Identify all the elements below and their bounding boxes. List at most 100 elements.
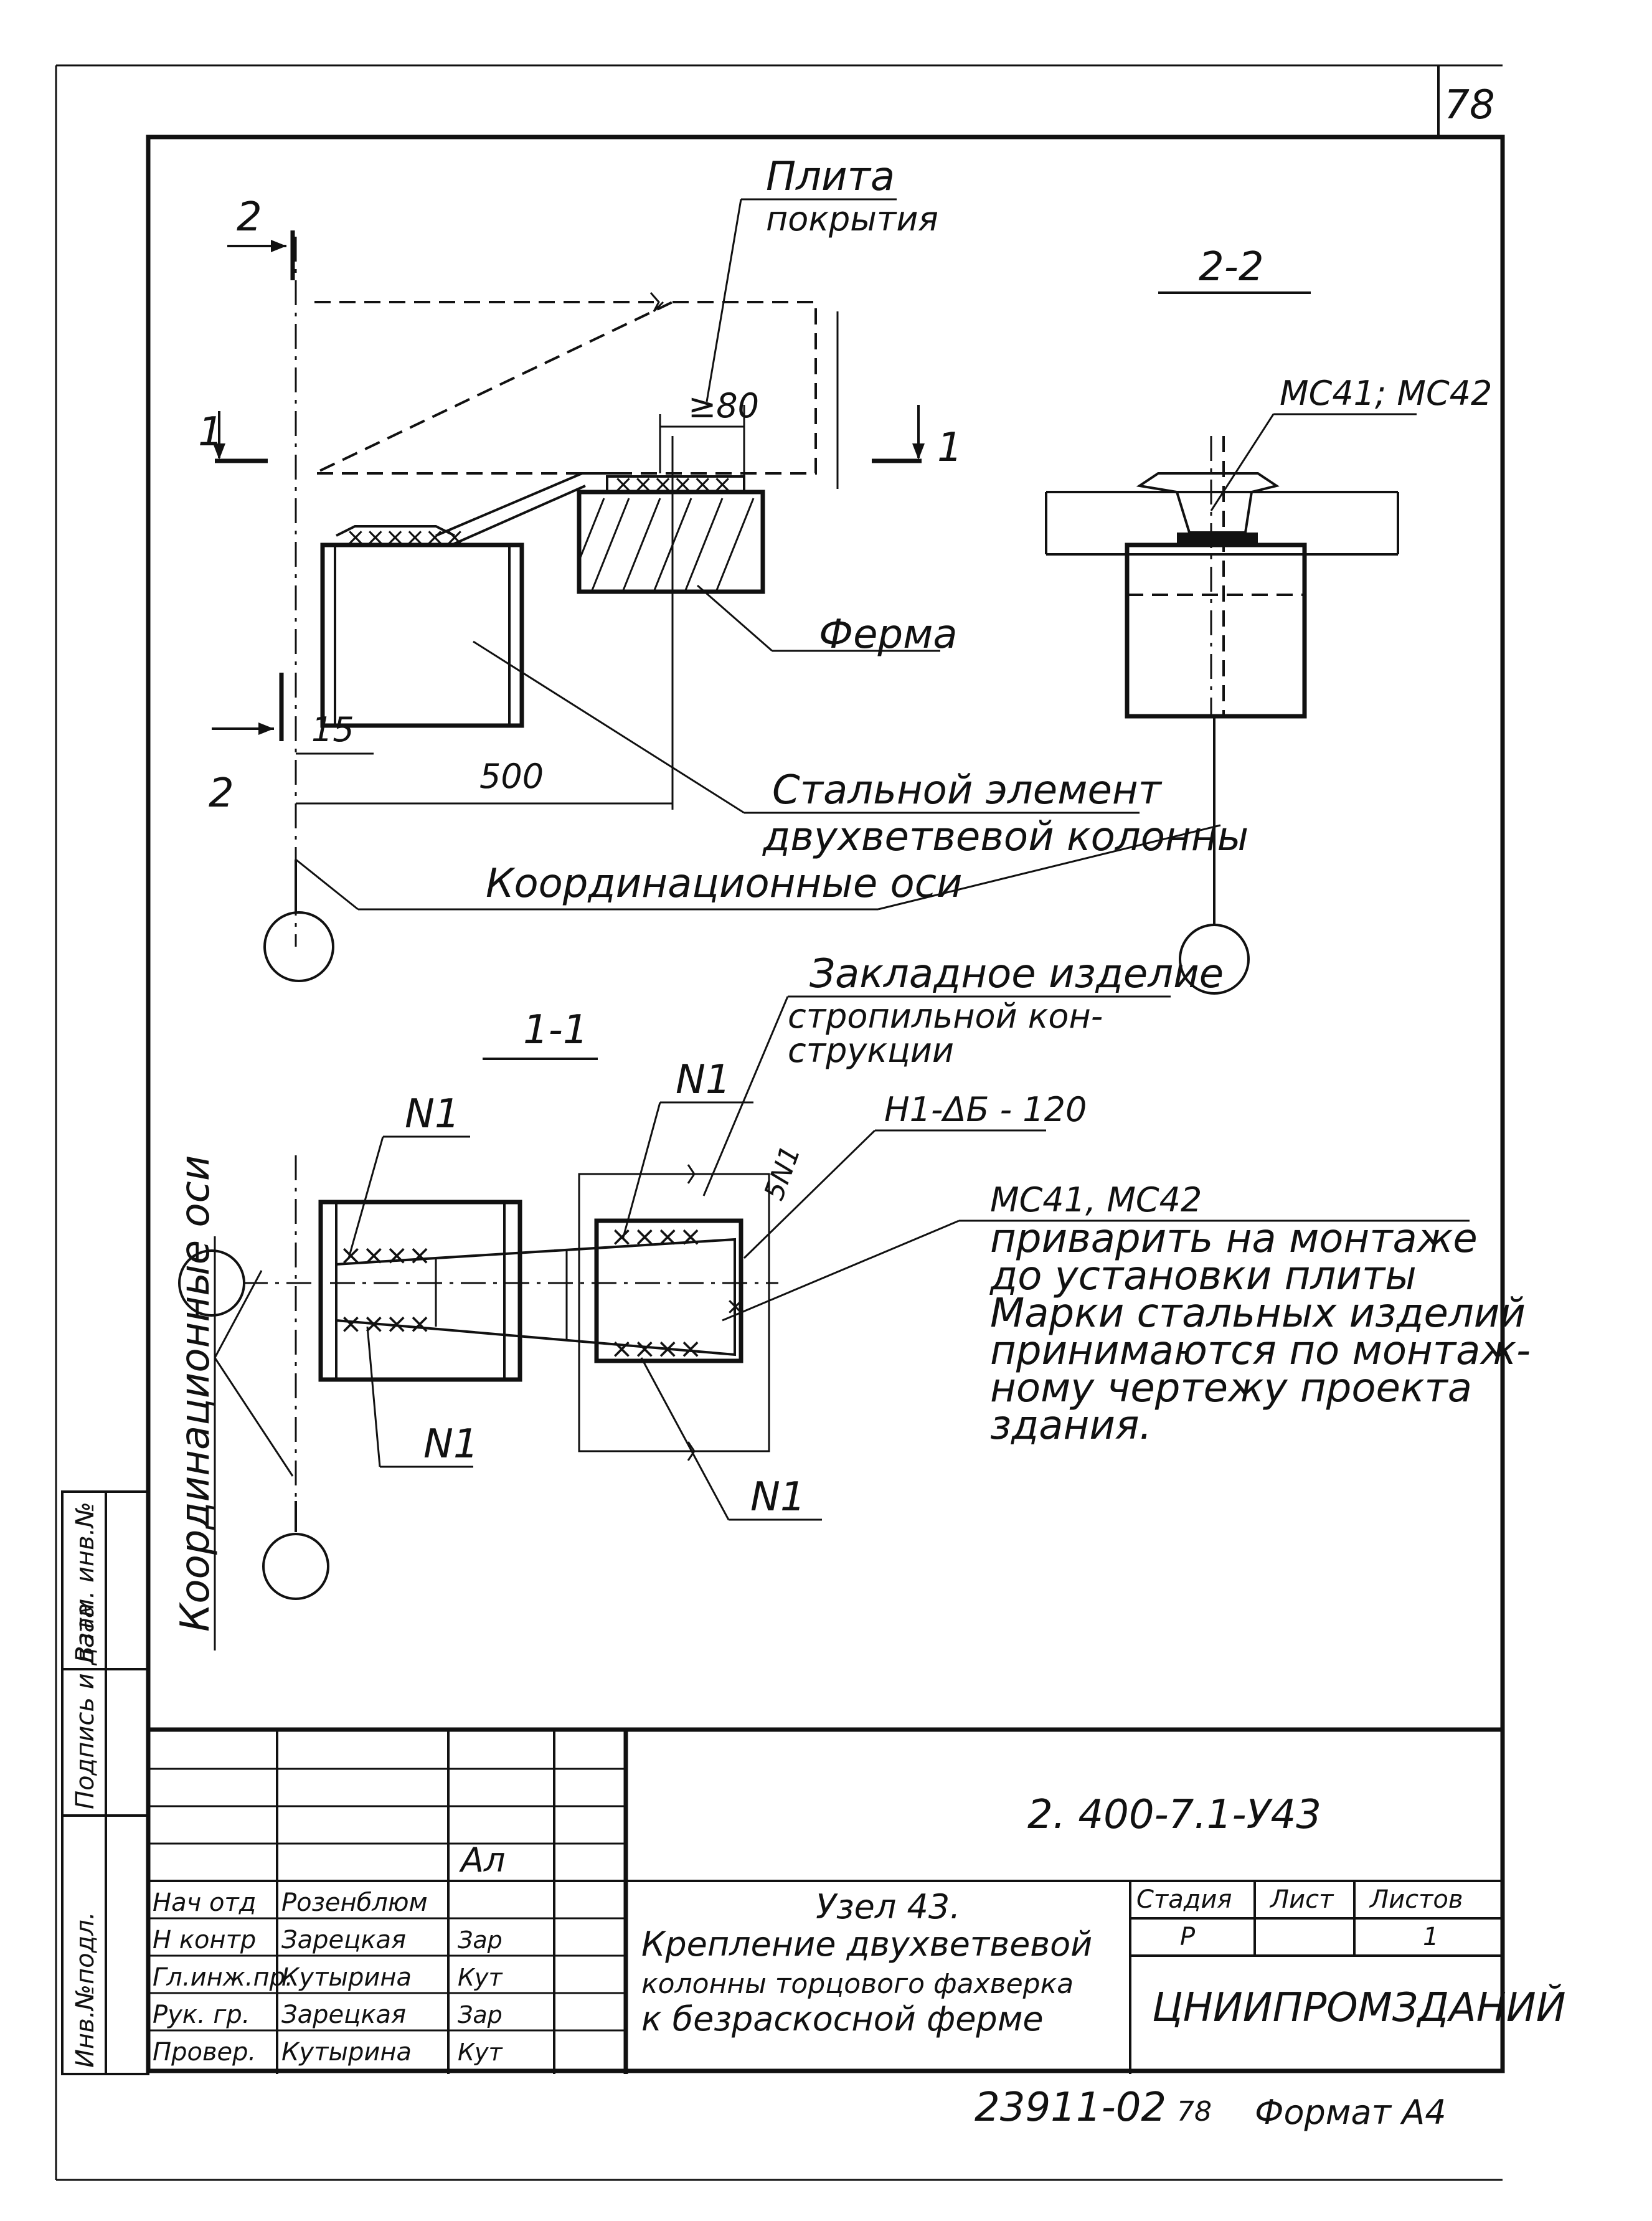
tapered-bracket — [335, 1238, 736, 1357]
bracket-top — [435, 472, 583, 537]
inner-frame — [146, 135, 1505, 2073]
column-22 — [1125, 542, 1307, 719]
n1-label-d: N1 — [750, 1474, 806, 1520]
break-mark-bottom — [687, 1441, 696, 1461]
sign-3: Кут — [458, 1964, 503, 1991]
embedded-plate — [606, 475, 745, 493]
weld-note-leader — [743, 1129, 876, 1259]
name-5: Кутырина — [281, 2038, 412, 2067]
dim-80-label: ≥80 — [688, 386, 759, 425]
doc-code: 2. 400-7.1-У43 — [1027, 1792, 1321, 1838]
column-plan — [318, 1200, 522, 1382]
n1-a-leader — [347, 1136, 384, 1259]
plate-label-2: покрытия — [766, 199, 938, 239]
note-title: МС41, МС42 — [990, 1180, 1202, 1219]
n1-label-c: N1 — [676, 1057, 731, 1103]
org-name: ЦНИИПРОМЗДАНИЙ — [1152, 1984, 1566, 2031]
embedded-label-3: струкции — [788, 1031, 954, 1070]
coord-vertical-leader-a — [214, 1270, 263, 1358]
note-line-5: ному чертежу проекта — [990, 1365, 1472, 1411]
sign-1: Ал — [459, 1840, 505, 1880]
title-line-1: Узел 43. — [816, 1887, 960, 1926]
coord-axes-vertical-label: Координационные оси — [172, 1155, 219, 1632]
axis-bubble-11-left — [178, 1249, 245, 1317]
side-stamp: Инв.№подл. Подпись и дата Взам. инв.№ — [61, 1490, 149, 2075]
format-label: Формат А4 — [1255, 2093, 1447, 2132]
section-2-2-view: 2-2 МС41; МС42 — [1045, 244, 1492, 995]
embedded-leader — [702, 996, 789, 1196]
dim-15-label: 15 — [311, 710, 354, 749]
title-line-3: колонны торцового фахверка — [641, 1968, 1074, 2000]
dim-500-label: 500 — [479, 757, 544, 796]
steel-element-label-2: двухветвевой колонны — [762, 814, 1248, 860]
cut-1-right-label: 1 — [937, 425, 963, 471]
cut-2-top-label: 2 — [237, 194, 262, 240]
plate-label-1: Плита — [766, 154, 895, 200]
mc-label-top: МС41; МС42 — [1280, 374, 1492, 413]
cut-2-top-arrowhead — [271, 240, 286, 252]
weld-x-bottom-right: ×××× — [610, 1333, 702, 1365]
title-line-2: Крепление двухветвевой — [641, 1925, 1092, 1964]
truss-leader — [697, 584, 773, 652]
plate-leader — [706, 199, 742, 402]
sign-4: Зар — [458, 2001, 503, 2029]
side-col-inv: Инв.№подл. — [71, 1911, 100, 2068]
role-2: Н контр — [153, 1926, 256, 1954]
bottom-code: 23911-02 — [975, 2085, 1166, 2131]
cut-1-left-arrowhead — [213, 443, 225, 460]
cut-1-right-arrowhead — [912, 443, 925, 460]
coord-axes-leader-left — [295, 858, 359, 911]
role-1: Нач отд — [153, 1888, 256, 1917]
side-col-sign: Подпись и дата — [71, 1603, 100, 1809]
role-5: Провер. — [153, 2038, 256, 2067]
name-4: Зарецкая — [281, 2001, 406, 2029]
coord-vertical-leader-b — [214, 1357, 294, 1477]
n1-c-leader — [621, 1102, 661, 1240]
note-leader — [722, 1219, 960, 1322]
cut-2-bottom-arrowhead — [258, 722, 274, 735]
embedded-label-2: стропильной кон- — [788, 997, 1103, 1036]
steel-column — [320, 542, 524, 728]
cut-2-bottom-label: 2 — [209, 770, 234, 817]
sheets-header: Листов — [1369, 1885, 1463, 1914]
coord-axes-leader-right — [877, 824, 1221, 911]
weld-x-top-left: ×××× — [339, 1239, 431, 1271]
note-line-6: здания. — [990, 1403, 1152, 1449]
name-1: Розенблюм — [281, 1888, 428, 1917]
stage-value: Р — [1180, 1923, 1196, 1951]
bottom-page: 78 — [1177, 2096, 1212, 2128]
n1-d-leader — [640, 1357, 730, 1520]
name-2: Зарецкая — [281, 1926, 406, 1954]
name-3: Кутырина — [281, 1963, 412, 1992]
axis-bubble-right — [1179, 924, 1250, 995]
weld-note: Н1-ΔБ - 120 — [884, 1090, 1087, 1129]
n1-label-b: N1 — [423, 1421, 479, 1467]
sheets-value: 1 — [1423, 1923, 1438, 1951]
break-mark-plate — [649, 292, 664, 313]
section-22-title: 2-2 — [1199, 244, 1264, 290]
truss-hatch — [578, 498, 755, 592]
note-line-3: Марки стальных изделий — [990, 1290, 1526, 1337]
weld-5n1: 5N1 — [758, 1142, 806, 1205]
roof-plate — [314, 301, 817, 475]
section-1-1-view: 1-1 Закладное изделие стропильной кон- с… — [172, 951, 1531, 1650]
axis-bubble-11-bottom — [262, 1533, 329, 1600]
weld-22 — [1177, 533, 1258, 545]
section-11-title: 1-1 — [523, 1007, 588, 1053]
embedded-plate-plan — [594, 1218, 743, 1363]
mc-plate-22 — [1136, 472, 1280, 534]
sheet-header: Лист — [1269, 1885, 1334, 1914]
cut-1-left-label: 1 — [198, 409, 224, 455]
n1-b-leader — [366, 1326, 381, 1467]
sign-5: Кут — [458, 2039, 503, 2066]
steel-element-label-1: Стальной элемент — [772, 767, 1163, 813]
note-line-1: приварить на монтаже — [990, 1216, 1478, 1262]
truss-plan-outline — [578, 1173, 770, 1452]
n1-label-a: N1 — [405, 1091, 460, 1137]
coord-axes-label: Координационные оси — [486, 861, 962, 907]
steel-element-leader — [473, 640, 745, 814]
title-block: 2. 400-7.1-У43 Нач отд Розенблюм Ал Н ко… — [148, 1727, 1566, 2132]
sign-2: Зар — [458, 1926, 503, 1954]
role-3: Гл.инж.пр. — [153, 1963, 293, 1992]
